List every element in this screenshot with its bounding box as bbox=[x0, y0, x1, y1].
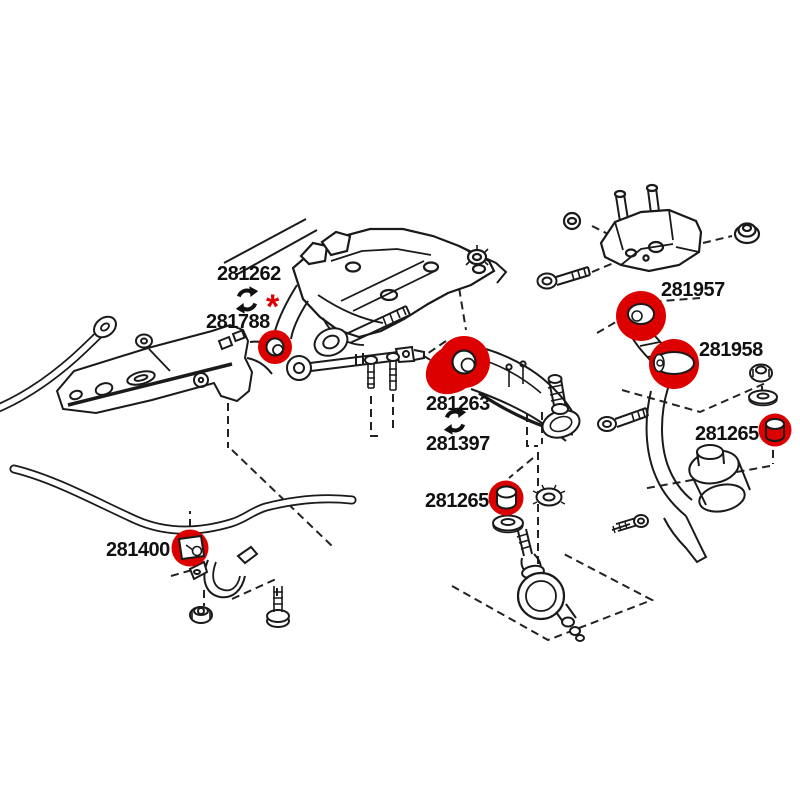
stabilizer-clamp bbox=[188, 545, 290, 628]
nut-washer-stack bbox=[748, 363, 778, 407]
strut-rod bbox=[286, 345, 425, 391]
bushing-281957 bbox=[616, 291, 666, 341]
bushing-281788 bbox=[258, 330, 292, 364]
arm-bolt bbox=[597, 407, 649, 432]
part-label-281400: 281400 bbox=[106, 539, 170, 561]
bushing-281265-right bbox=[758, 413, 792, 447]
bushing-281400 bbox=[171, 529, 209, 567]
bushing-281265-left bbox=[488, 480, 524, 516]
washer-and-bolt bbox=[313, 305, 411, 357]
bushing-281958 bbox=[649, 339, 699, 389]
part-label-281263: 281263 bbox=[426, 393, 490, 415]
part-label-281788: 281788 bbox=[206, 311, 270, 333]
knuckle-fork bbox=[611, 387, 751, 564]
part-label-281262: 281262 bbox=[217, 263, 281, 285]
part-label-281265-left: 281265 bbox=[425, 490, 489, 512]
part-label-281265-right: 281265 bbox=[695, 423, 759, 445]
engine-mount-bracket bbox=[562, 183, 761, 273]
part-label-281957: 281957 bbox=[661, 279, 725, 301]
part-label-281397: 281397 bbox=[426, 433, 490, 455]
interchange-arrows-icon bbox=[443, 407, 467, 435]
interchange-arrows-icon bbox=[235, 286, 259, 314]
bushing-281263 bbox=[425, 336, 490, 395]
bushing-highlights bbox=[171, 291, 792, 567]
dashed-leader-lines bbox=[170, 225, 774, 642]
stabilizer-end-link bbox=[492, 484, 585, 642]
stabilizer-bar-upper bbox=[0, 315, 117, 413]
mount-bolt bbox=[536, 266, 591, 290]
stabilizer-bar-main bbox=[9, 464, 357, 535]
part-label-281958: 281958 bbox=[699, 339, 763, 361]
asterisk-marker: * bbox=[266, 288, 280, 326]
lower-control-arm bbox=[470, 348, 581, 442]
